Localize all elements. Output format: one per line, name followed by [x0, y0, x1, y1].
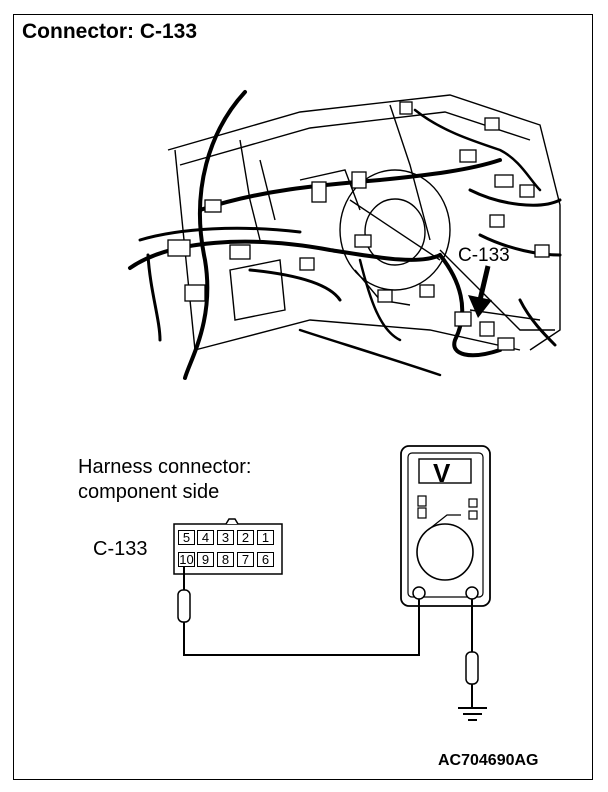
meter-voltage-symbol: V [433, 458, 451, 488]
meter-display [418, 458, 472, 484]
selector-dial [416, 523, 474, 581]
probe-left [177, 567, 191, 623]
figure-code: AC704690AG [438, 752, 539, 769]
connector-label: C-133 [93, 538, 148, 560]
probe-jack-right [465, 586, 479, 600]
probe-right [465, 651, 479, 708]
probe-jack-left [412, 586, 426, 600]
connector-callout-label: C-133 [458, 245, 510, 266]
connector-pin: 2 [237, 530, 254, 545]
connector-pin: 6 [257, 552, 274, 567]
test-leads [183, 599, 473, 656]
harness-connectors [167, 101, 550, 351]
harness-label-line2: component side [78, 481, 220, 503]
wiring-harness [128, 90, 562, 380]
dashboard-illustration [167, 94, 561, 351]
connector-pin: 3 [217, 530, 234, 545]
connector-pin: 10 [178, 552, 195, 567]
multimeter [400, 445, 491, 607]
diagram-frame [13, 14, 593, 780]
page-title: Connector: C-133 [22, 20, 198, 43]
connector-pin: 5 [178, 530, 195, 545]
ground-symbol [458, 707, 487, 721]
connector-pin: 1 [257, 530, 274, 545]
harness-label-line1: Harness connector: [78, 456, 252, 478]
connector-pin: 8 [217, 552, 234, 567]
c133-location-arrow [468, 265, 492, 318]
connector-pin: 7 [237, 552, 254, 567]
connector-pin: 9 [197, 552, 214, 567]
connector-face [173, 518, 283, 575]
connector-pin: 4 [197, 530, 214, 545]
